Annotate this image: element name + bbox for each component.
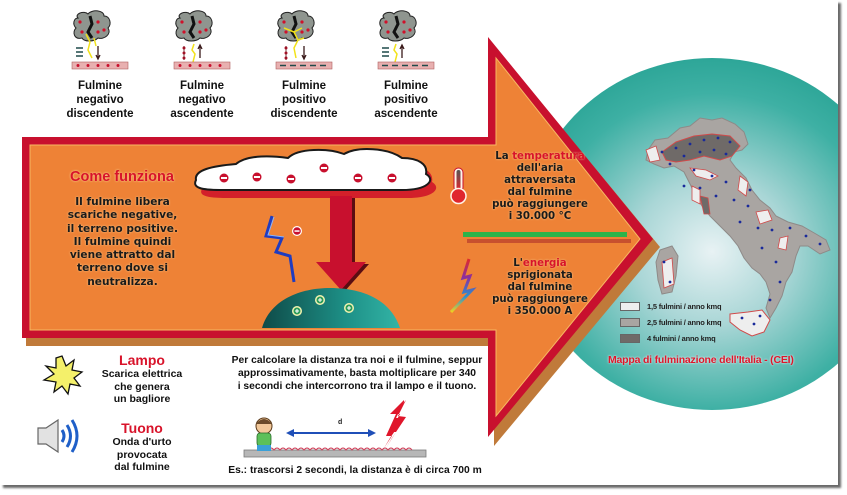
temperature-info: La temperatura dell'aria attraversata da…: [470, 151, 610, 223]
charged-cloud: [194, 148, 437, 198]
text-line: terreno dove si: [77, 262, 168, 275]
lightning-type-line: discendente: [270, 108, 338, 120]
text-line: dell'aria: [516, 163, 564, 174]
infographic-page: Fulmine negativo discendente Fulmine neg…: [22, 10, 838, 476]
text-line: Il fulmine quindi: [73, 235, 172, 248]
map-legend-item: 1,5 fulmini / anno kmq: [620, 300, 722, 312]
text-line: i 350.000 A: [507, 306, 573, 317]
text-line: neutralizza.: [87, 275, 158, 288]
map-legend-item: 2,5 fulmini / anno kmq: [620, 316, 722, 328]
text-line: un bagliore: [113, 393, 171, 405]
text-line: il terreno positive.: [67, 222, 178, 235]
lightning-type-icons: [71, 10, 435, 70]
text-line: Scarica elettrica: [101, 368, 183, 380]
text-line: approssimativamente, basta moltiplicare …: [237, 368, 477, 379]
attraction-arrow: [316, 196, 369, 292]
infographic-artwork: [22, 10, 838, 458]
legend-swatch: [620, 317, 640, 327]
lightning-type-line: positivo: [383, 94, 429, 106]
text-line: provocata: [116, 448, 168, 461]
person-icon: [255, 417, 273, 451]
lampo-title: Lampo: [119, 352, 165, 368]
map-caption: Mappa di fulminazione dell'Italia - (CEI…: [608, 354, 794, 366]
energy-lightning-icon: [449, 258, 477, 314]
lightning-type-label: Fulmine negativo ascendente: [157, 79, 247, 121]
text-line: i 30.000 °C: [508, 211, 572, 222]
distance-explanation: Per calcolare la distanza tra noi e il f…: [196, 354, 518, 393]
legend-swatch: [620, 333, 640, 343]
text-line: può raggiungere: [492, 199, 588, 210]
text-line: dal fulmine: [507, 282, 573, 293]
lightning-type-line: negativo: [76, 94, 124, 106]
text-line: Onda d'urto: [112, 436, 172, 448]
ground-positive-charges: [292, 295, 354, 316]
lightning-type-label: Fulmine positivo ascendente: [361, 79, 451, 121]
red-lightning-icon: [384, 400, 406, 448]
temperature-highlight: temperatura: [512, 151, 585, 162]
speaker-sound-icon: [37, 418, 79, 454]
distance-arrow: [286, 429, 376, 437]
lightning-type-label: Fulmine positivo discendente: [259, 79, 349, 121]
lampo-description: Scarica elettrica che genera un bagliore: [97, 368, 187, 406]
legend-label: 4 fulmini / anno kmq: [647, 333, 716, 343]
distance-label: d: [338, 419, 343, 426]
how-it-works-title: Come funziona: [70, 169, 174, 185]
blue-lightning-icon: [264, 215, 302, 283]
thermometer-icon: [450, 167, 467, 205]
distance-example: Es.: trascorsi 2 secondi, la distanza è …: [228, 465, 482, 476]
distance-illustration: [243, 400, 427, 458]
text-line: può raggiungere: [492, 294, 588, 305]
text-line: sprigionata: [507, 270, 573, 281]
legend-label: 2,5 fulmini / anno kmq: [647, 317, 722, 327]
text-line: Il fulmine libera: [75, 196, 170, 208]
temperature-heading: La temperatura: [495, 151, 585, 162]
tuono-description: Onda d'urto provocata dal fulmine: [97, 436, 187, 474]
lightning-type-label: Fulmine negativo discendente: [55, 79, 145, 121]
lightning-type-line: Fulmine: [77, 80, 123, 92]
legend-label: 1,5 fulmini / anno kmq: [647, 301, 722, 311]
lightning-type-line: negativo: [178, 94, 226, 106]
legend-swatch: [620, 301, 640, 311]
flash-burst-icon: [42, 355, 84, 396]
energy-heading: L'energia: [513, 258, 567, 269]
text-line: viene attratto dal: [69, 249, 176, 262]
tuono-title: Tuono: [121, 420, 163, 436]
map-legend-item: 4 fulmini / anno kmq: [620, 332, 716, 344]
lightning-type-line: Fulmine: [383, 80, 429, 92]
info-divider: [463, 232, 631, 243]
text-line: attraversata: [504, 175, 576, 186]
lightning-type-line: Fulmine: [179, 80, 225, 92]
lightning-type-line: positivo: [281, 94, 327, 106]
text-line: dal fulmine: [114, 461, 170, 473]
text-line: che genera: [114, 380, 170, 393]
lightning-type-line: Fulmine: [281, 80, 327, 92]
lightning-type-line: discendente: [66, 108, 134, 120]
text-line: dal fulmine: [507, 187, 573, 198]
lightning-type-line: ascendente: [374, 108, 438, 120]
energy-info: L'energia sprigionata dal fulmine può ra…: [470, 258, 610, 318]
how-it-works-text: Il fulmine libera scariche negative, il …: [50, 196, 195, 289]
italy-map: [645, 117, 831, 337]
energy-highlight: energia: [522, 258, 567, 269]
positive-ground-dome: [262, 288, 400, 328]
cloud-negative-charges: [219, 163, 397, 184]
text-line: Per calcolare la distanza tra noi e il f…: [231, 355, 483, 366]
text-line: scariche negative,: [67, 209, 178, 222]
lightning-type-line: ascendente: [170, 108, 234, 120]
text-line: i secondi che intercorrono tra il lampo …: [237, 381, 477, 392]
